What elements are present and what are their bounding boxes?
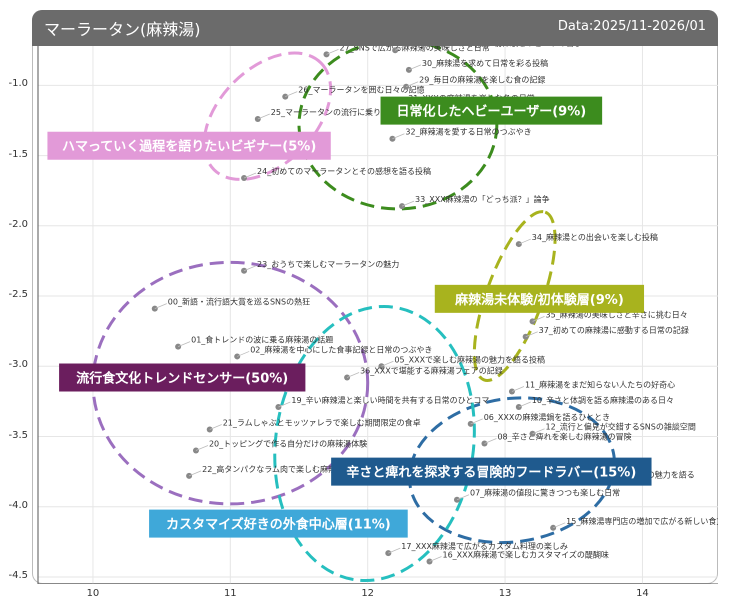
label-leader-line bbox=[408, 64, 422, 71]
data-point-label: 36_XXXで堪能する麻辣湯フェアの記録 bbox=[360, 366, 503, 376]
data-point-label: 01_食トレンドの波に乗る麻辣湯の話題 bbox=[191, 335, 333, 345]
scatter-chart: 00_新語・流行語大賞を巡るSNSの熱狂01_食トレンドの波に乗る麻辣湯の話題0… bbox=[32, 10, 718, 584]
data-point-label: 19_辛い麻辣湯と楽しい時間を共有する日常のひとコマ bbox=[291, 395, 489, 405]
label-leader-line bbox=[552, 522, 566, 529]
label-leader-line bbox=[395, 44, 408, 51]
x-tick-label: 12 bbox=[361, 588, 375, 599]
label-leader-line bbox=[532, 428, 545, 435]
data-point-label: 08_辛さと痺れを楽しむ麻辣湯の冒険 bbox=[497, 432, 631, 442]
data-point-label: 29_毎日の麻辣湯を楽しむ食の記録 bbox=[419, 75, 545, 85]
label-leader-line bbox=[470, 418, 483, 425]
data-point-label: 02_麻辣湯を中心にした食事記録と日常のつぶやき bbox=[250, 344, 432, 354]
data-point-label: 26_マーラータンを囲む日々の記憶 bbox=[298, 85, 424, 95]
data-point-label: 07_麻辣湯の値段に驚きつつも楽しむ日常 bbox=[470, 488, 620, 498]
data-point-label: 23_おうちで楽しむマーラータンの魅力 bbox=[257, 259, 399, 269]
data-point bbox=[529, 430, 536, 437]
y-tick-label: -2.0 bbox=[8, 218, 28, 230]
cluster-label-box bbox=[59, 363, 306, 392]
cluster-label-box bbox=[380, 96, 603, 125]
cluster-label-box bbox=[434, 284, 645, 313]
y-tick-label: -1.0 bbox=[8, 78, 28, 90]
cluster-label-text: 流行食文化トレンドセンサー(50%) bbox=[76, 371, 288, 387]
label-leader-line bbox=[518, 401, 531, 408]
chart-header: マーラータン(麻辣湯) Data:2025/11-2026/01 bbox=[32, 10, 718, 46]
label-leader-line bbox=[257, 113, 270, 120]
data-point-label: 15_麻辣湯専門店の増加で広がる新しい食文化 bbox=[566, 516, 718, 526]
data-point bbox=[529, 318, 536, 325]
label-leader-line bbox=[511, 386, 525, 392]
cluster-label-text: 麻辣湯未体験/初体験層(9%) bbox=[454, 292, 624, 308]
data-point-label: 10_辛さと体調を語る麻辣湯のある日々 bbox=[532, 395, 674, 405]
x-tick-label: 10 bbox=[86, 588, 100, 599]
data-point-label: 21_ラムしゃぶとモッツァレラで楽しむ期間限定の食卓 bbox=[223, 417, 421, 427]
label-leader-line bbox=[532, 315, 545, 322]
label-leader-line bbox=[209, 424, 222, 430]
label-leader-line bbox=[237, 351, 250, 357]
x-tick-label: 11 bbox=[223, 588, 237, 599]
cluster-ellipse bbox=[273, 305, 476, 583]
label-leader-line bbox=[381, 360, 394, 367]
data-point-label: 17_XXX麻辣湯で広がるカスタム料理の楽しみ bbox=[401, 541, 568, 551]
label-leader-line bbox=[518, 238, 531, 245]
data-point-label: 06_XXXの麻辣湯鍋を語るひととき bbox=[484, 412, 610, 422]
data-point-label: 32_麻辣湯を愛する日常のつぶやき bbox=[405, 127, 531, 137]
cluster-label-text: 辛さと痺れを探求する冒険的フードラバー(15%) bbox=[346, 465, 636, 481]
label-leader-line bbox=[243, 265, 257, 272]
y-tick-label: -3.0 bbox=[8, 359, 28, 371]
cluster-label-box bbox=[149, 509, 408, 538]
data-point bbox=[151, 305, 158, 312]
data-point-label: 22_高タンパクなラム肉で楽しむ麻辣湯 bbox=[202, 464, 344, 474]
y-tick-label: -3.5 bbox=[8, 429, 28, 441]
cluster-label-box bbox=[47, 131, 331, 160]
label-leader-line bbox=[326, 49, 339, 55]
data-point-label: 05_XXXで楽しむ麻辣湯の魅力を語る投稿 bbox=[394, 354, 545, 364]
y-tick-label: -1.5 bbox=[8, 148, 28, 160]
x-tick-label: 14 bbox=[636, 588, 649, 599]
label-leader-line bbox=[525, 331, 538, 338]
y-tick-label: -4.5 bbox=[8, 569, 28, 581]
data-point-label: 24_初めてのマーラータンとその感想を語る投稿 bbox=[257, 166, 431, 176]
x-tick-label: 13 bbox=[498, 588, 512, 599]
y-tick-label: -4.0 bbox=[8, 499, 28, 511]
label-leader-line bbox=[484, 438, 497, 444]
label-leader-line bbox=[392, 133, 405, 140]
y-tick-label: -2.5 bbox=[8, 289, 28, 301]
cluster-label-text: 日常化したヘビーユーザー(9%) bbox=[396, 104, 586, 120]
date-range-label: Data:2025/11-2026/01 bbox=[557, 19, 706, 34]
data-point-label: 25_マーラータンの流行に乗りたい気持ち bbox=[271, 107, 421, 117]
cluster-label-text: カスタマイズ好きの外食中心層(11%) bbox=[166, 517, 391, 533]
data-point bbox=[405, 66, 412, 73]
data-point bbox=[282, 93, 289, 100]
label-leader-line bbox=[188, 470, 202, 477]
data-point-label: 20_トッピングで作る自分だけの麻辣湯体験 bbox=[209, 439, 367, 449]
label-leader-line bbox=[177, 341, 191, 347]
data-point-label: 37_初めての麻辣湯に感動する日常の記録 bbox=[539, 325, 689, 335]
label-leader-line bbox=[388, 547, 401, 554]
cluster-label-text: ハマっていく過程を語りたいビギナー(5%) bbox=[62, 139, 316, 155]
data-point-label: 12_流行と偏見が交錯するSNSの雑談空間 bbox=[546, 422, 696, 432]
label-leader-line bbox=[429, 556, 442, 562]
label-leader-line bbox=[243, 172, 257, 179]
data-point-label: 00_新語・流行語大賞を巡るSNSの熱狂 bbox=[168, 297, 310, 307]
data-point-label: 16_XXX麻辣湯で楽しむカスタマイズの醍醐味 bbox=[443, 550, 609, 560]
label-leader-line bbox=[406, 81, 419, 88]
label-leader-line bbox=[346, 372, 360, 378]
label-leader-line bbox=[285, 91, 298, 97]
data-point-label: 35_麻辣湯の美味しさと辛さに挑む日々 bbox=[546, 309, 688, 319]
label-leader-line bbox=[401, 200, 415, 207]
chart-title: マーラータン(麻辣湯) bbox=[44, 20, 201, 39]
label-leader-line bbox=[195, 445, 209, 451]
data-point-label: 34_麻辣湯との出会いを楽しむ投稿 bbox=[532, 232, 658, 242]
label-leader-line bbox=[278, 401, 291, 408]
cluster-label-box bbox=[331, 457, 652, 486]
data-point-label: 27_SNSで広がる麻辣湯の美味しさと日常 bbox=[339, 42, 489, 52]
data-point-label: 33_XXX麻辣湯の「どっち派？」論争 bbox=[415, 194, 550, 204]
data-point-label: 11_麻辣湯をまだ知らない人たちの好奇心 bbox=[525, 380, 675, 390]
label-leader-line bbox=[456, 494, 470, 501]
label-leader-line bbox=[154, 303, 167, 310]
data-point-label: 30_麻辣湯を求めて日常を彩る投稿 bbox=[422, 58, 548, 68]
